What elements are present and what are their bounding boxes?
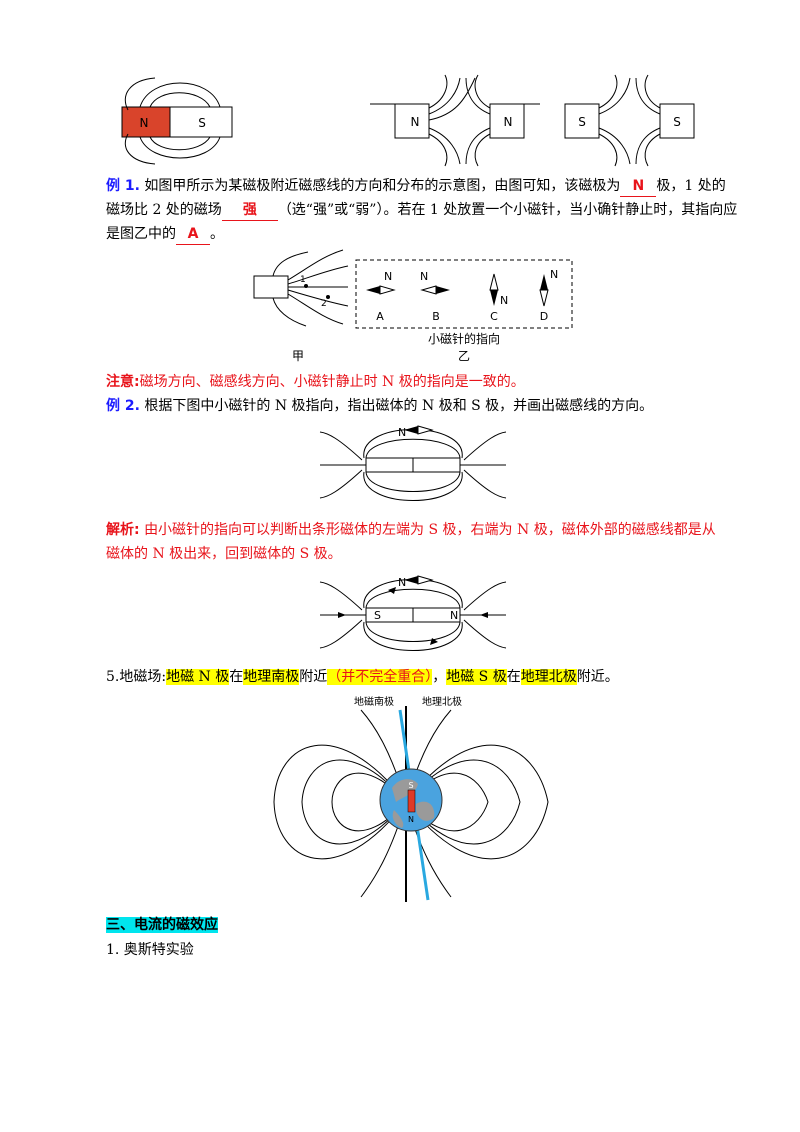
geo-h3: 地磁 S 极 [446,669,507,685]
needle-south-half [379,285,396,295]
svg-text:S: S [374,609,381,622]
geo-h1: 地磁 N 极 [166,669,230,685]
example2-text: 根据下图中小磁针的 N 极指向，指出磁体的 N 极和 S 极，并画出磁感线的方向… [144,398,654,414]
example2-line: 例 2. 根据下图中小磁针的 N 极指向，指出磁体的 N 极和 S 极，并画出磁… [106,396,653,416]
caption-needle: 小磁针的指向 [428,331,500,346]
needle-a: NA [366,270,396,323]
magnet-pair-s-s: S S [564,74,695,167]
needle-letter: B [432,310,440,323]
needle-n-label: N [384,270,392,283]
geo-t1: 在 [229,669,244,685]
svg-text:N: N [504,115,513,129]
section3-title: 三、电流的磁效应 [106,917,218,933]
needle-south-half [539,289,549,307]
item1-line: 1. 奥斯特实验 [106,940,194,960]
bar-magnet-figure-2: S N N [319,575,507,651]
analysis-label: 解析: [106,522,140,538]
example1-text-e: 是图乙中的 [106,226,176,242]
svg-text:S: S [198,116,206,130]
geo-num: 5. [106,669,120,685]
svg-text:N: N [408,815,414,824]
needle-n-label: N [550,268,558,281]
geo-line: 5.地磁场:地磁 N 极在地理南极附近（并不完全重合），地磁 S 极在地理北极附… [106,667,619,687]
section3-heading: 三、电流的磁效应 [106,915,218,935]
svg-text:N: N [450,609,458,622]
example1-text-c: 磁场比 2 处的磁场 [106,202,222,218]
needle-north-half [366,286,380,294]
svg-text:N: N [398,426,406,439]
geo-t5: 附近。 [576,669,619,685]
top-magnet-figure: N S N N S S [121,74,695,167]
geo-h2: 地理南极 [243,669,300,685]
label-jia: 甲 [292,349,304,363]
needle-north-half [490,290,498,306]
analysis-text1: 由小磁针的指向可以判断出条形磁体的左端为 S 极，右端为 N 极，磁体外部的磁感… [144,522,716,538]
geo-h4: 地理北极 [520,669,577,685]
example1-answer1: N [620,176,657,197]
needle-letter: D [540,310,548,323]
geo-lead: 地磁场: [119,669,167,685]
needle-d: ND [539,268,558,323]
svg-text:N: N [140,116,149,130]
example1-text-d: （选“强”或“弱”）。若在 1 处放置一个小磁针，当小确针静止时，其指向应 [277,202,738,218]
note-line: 注意:磁场方向、磁感线方向、小磁针静止时 N 极的指向是一致的。 [106,372,525,392]
needle-box [355,259,573,329]
note-text: 磁场方向、磁感线方向、小磁针静止时 N 极的指向是一致的。 [139,374,525,390]
geo-paren: （并不完全重合） [327,669,433,685]
example1-text-f: 。 [210,226,224,242]
needle-letter: A [376,310,384,323]
example1-line2: 磁场比 2 处的磁场强（选“强”或“弱”）。若在 1 处放置一个小磁针，当小确针… [106,200,737,221]
svg-text:S: S [673,115,681,129]
magnet-pair-n-n: N N [370,74,540,167]
example1-answer2: 强 [221,200,278,221]
geo-t3: ， [432,669,447,685]
svg-text:N: N [411,115,420,129]
example1-label: 例 1. [106,178,140,194]
analysis-line2: 磁体的 N 极出来，回到磁体的 S 极。 [106,544,342,564]
item1-text: 1. 奥斯特实验 [106,942,194,958]
label-mag-south: 地磁南极 [354,695,394,708]
example1-text-b: 极，1 处的 [656,178,726,194]
needle-n-label: N [500,294,508,307]
field-lines-jia: 1 2 甲 [253,249,349,363]
analysis-line1: 解析: 由小磁针的指向可以判断出条形磁体的左端为 S 极，右端为 N 极，磁体外… [106,520,716,540]
svg-text:S: S [578,115,586,129]
needle-north-half [436,286,450,294]
geo-t4: 在 [506,669,521,685]
svg-text:1: 1 [300,275,306,285]
example2-label: 例 2. [106,398,140,414]
earth-field-figure: 地磁南极 地理北极 S N [273,695,549,902]
needle-south-half [489,273,499,291]
bar-magnet-left: N S [121,77,233,165]
needle-c: NC [489,273,508,323]
label-geo-north: 地理北极 [422,695,462,708]
svg-text:2: 2 [321,299,327,309]
needle-north-half [540,274,548,290]
geo-t2: 附近 [299,669,328,685]
analysis-text2: 磁体的 N 极出来，回到磁体的 S 极。 [106,546,342,562]
svg-text:N: N [398,576,406,589]
note-label: 注意: [106,374,140,390]
svg-text:S: S [408,781,413,790]
bar-magnet-figure-1: N [319,425,507,501]
example1-answer3: A [176,224,210,245]
example1-text-a: 如图甲所示为某磁极附近磁感线的方向和分布的示意图，由图可知，该磁极为 [144,178,621,194]
needle-letter: C [490,310,498,323]
needle-b: NB [420,270,450,323]
needle-south-half [420,285,437,295]
needle-n-label: N [420,270,428,283]
label-yi: 乙 [458,349,470,363]
